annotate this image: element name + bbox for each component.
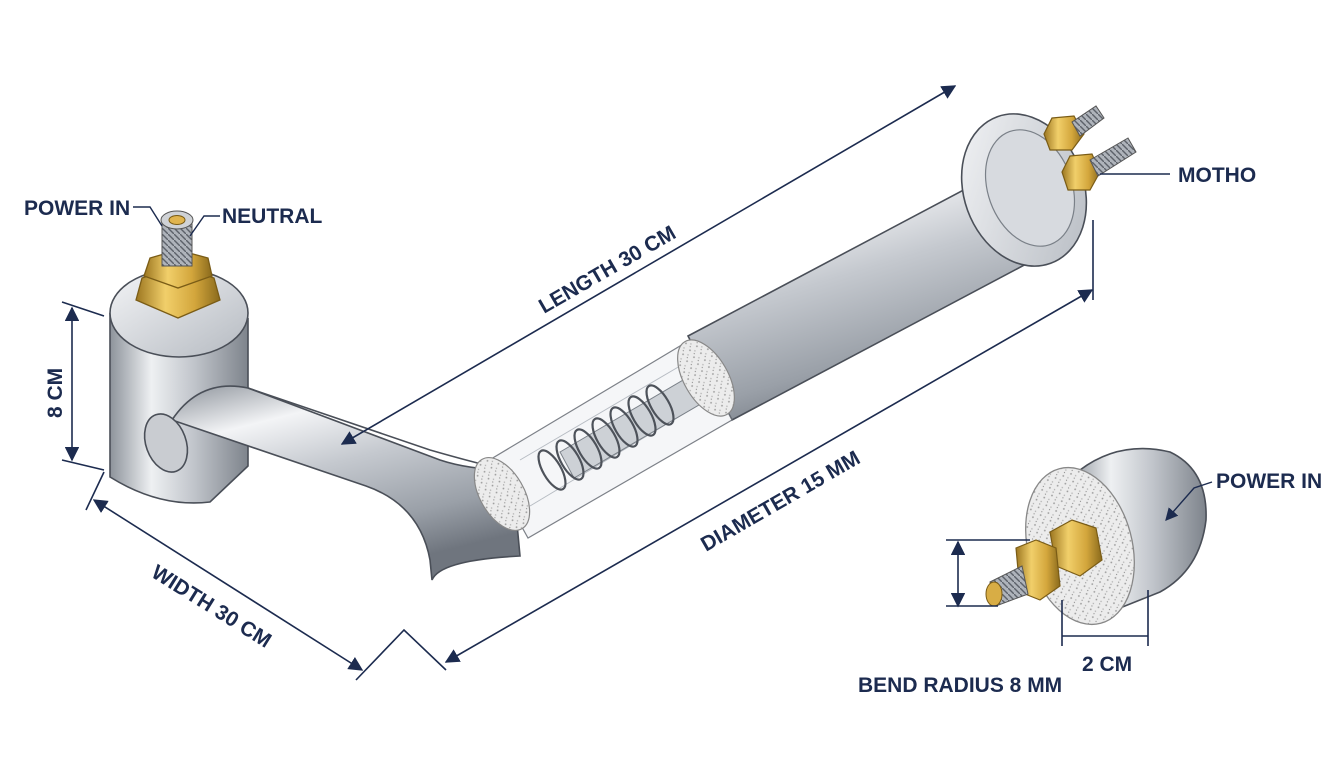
dimension-lines [61, 85, 1213, 681]
brass-nut-lower [1061, 153, 1101, 191]
label-height: 8 CM [44, 368, 67, 418]
diameter-dimension-line [444, 289, 1094, 663]
break-mark [355, 628, 447, 681]
detail-view [985, 447, 1207, 626]
stud-upper [1071, 105, 1105, 137]
right-end-flange [960, 105, 1137, 267]
neutral-leader [189, 215, 220, 237]
label-power-in-right: POWER IN [1216, 470, 1322, 493]
power-in-leader [133, 206, 163, 227]
label-power-in-top: POWER IN [24, 197, 130, 220]
label-bend-radius: BEND RADIUS 8 MM [858, 674, 1062, 697]
length-dimension-line [340, 85, 957, 445]
power-in-right-leader [1165, 481, 1213, 521]
stud-lower [1089, 137, 1137, 177]
label-neutral: NEUTRAL [222, 205, 322, 228]
label-motho: MOTHO [1178, 164, 1256, 187]
label-two-cm: 2 CM [1082, 653, 1132, 676]
label-diameter: DIAMETER 15 MM [697, 447, 864, 557]
width-dimension-line [92, 499, 364, 671]
label-length: LENGTH 30 CM [535, 221, 680, 318]
top-terminal [135, 210, 221, 319]
cutaway-section [473, 339, 735, 539]
